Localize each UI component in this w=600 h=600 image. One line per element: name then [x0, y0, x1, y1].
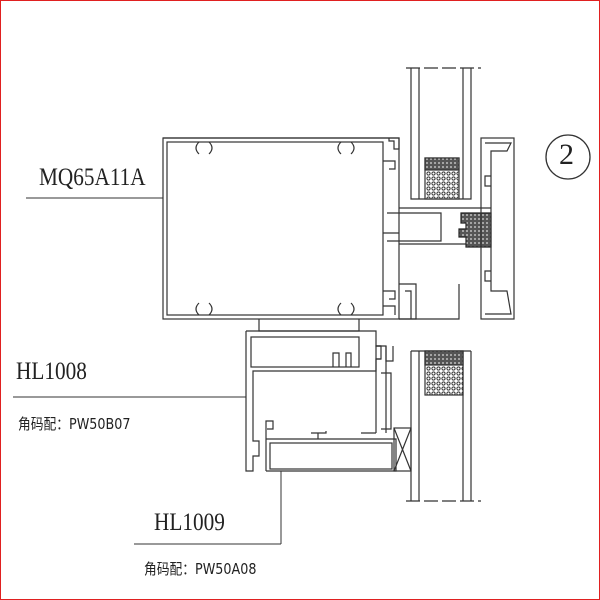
detail-circle [545, 134, 591, 180]
hl1008-profile [245, 319, 382, 472]
leader-lines [13, 197, 282, 545]
note-hl1008: 角码配：PW50B07 [18, 415, 131, 433]
cover-cap [480, 137, 515, 320]
upper-glass [406, 67, 481, 200]
label-mq65a11a: MQ65A11A [39, 164, 146, 191]
gasket [458, 212, 492, 248]
note-hl1009: 角码配：PW50A08 [144, 560, 257, 578]
detail-number: 2 [559, 138, 574, 171]
label-hl1008: HL1008 [16, 358, 87, 385]
lower-glass [406, 350, 481, 502]
hl1009-profile [265, 345, 397, 472]
label-hl1009: HL1009 [154, 509, 225, 536]
